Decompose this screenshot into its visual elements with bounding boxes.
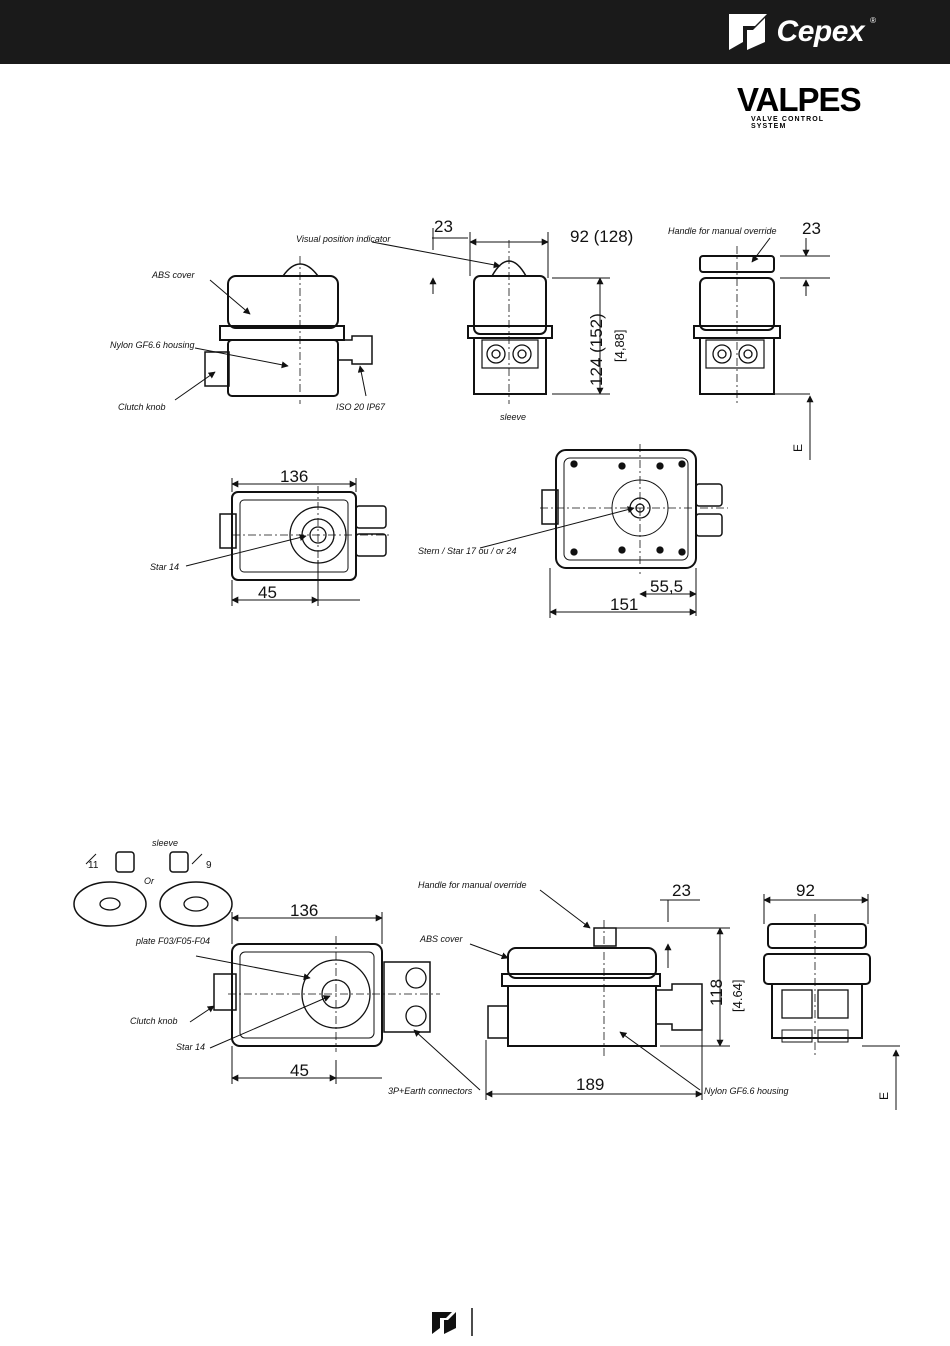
footer-logo [430,1306,480,1341]
dim-136: 136 [280,467,308,486]
drawing-2 [73,851,900,1110]
label-visual-indicator: Visual position indicator [296,234,391,244]
header-bar: Cepex ® [0,0,950,64]
actuator2-front-view [763,914,871,1056]
valpes-tagline: VALVE CONTROL SYSTEM [751,116,825,130]
dim2-45: 45 [290,1061,309,1080]
drawing-1 [174,228,830,618]
label-size-11: 11 [88,860,99,871]
sleeve-and-plates [73,851,233,927]
drawing-1-text: Visual position indicator ABS cover Nylo… [110,217,821,614]
dim2-189: 189 [576,1075,604,1094]
actuator-base-view [540,444,728,574]
registered-mark: ® [870,15,876,25]
dim2-92: 92 [796,881,815,900]
label-connectors: 3P+Earth connectors [388,1086,473,1096]
leaders-2 [189,889,900,1110]
actuator2-side-view [487,920,703,1056]
actuator-bottom-view [219,486,392,586]
label-handle-override-2: Handle for manual override [418,880,527,890]
actuator2-bottom-view [213,936,440,1052]
cepex-logo-mark-icon [728,14,767,50]
dim2-23: 23 [672,881,691,900]
dimensions-2 [231,894,900,1100]
valpes-logo: VALPES VALVE CONTROL SYSTEM [737,81,862,130]
label-abs-cover-2: ABS cover [419,934,464,944]
label-earth-2: E [877,1092,891,1100]
drawing-2-text: sleeve 11 9 Or plate F03/F05-F04 Clutch … [88,838,891,1100]
dim-23-right: 23 [802,219,821,238]
cepex-logo: Cepex ® [725,10,876,54]
dim2-height-inch: [4.64] [730,979,745,1012]
cepex-logo-mark-icon [432,1308,473,1336]
actuator-side-view [204,256,373,404]
label-iso: ISO 20 IP67 [336,402,386,412]
label-or: Or [144,876,155,886]
dim-45: 45 [258,583,277,602]
label-clutch-knob: Clutch knob [118,402,166,412]
brand-name: Cepex [776,15,865,48]
dim-23-left: 23 [434,217,453,236]
dim-92-128: 92 (128) [570,227,633,246]
label-handle-override: Handle for manual override [668,226,777,236]
dim2-118: 118 [707,979,726,1006]
dim-151: 151 [610,595,638,614]
label-size-9: 9 [206,860,212,871]
label-nylon-housing-2: Nylon GF6.6 housing [704,1086,789,1096]
dim-height-inch: [4,88] [612,329,627,362]
dim2-136: 136 [290,901,318,920]
label-sleeve: sleeve [500,412,526,422]
dim-124-152: 124 (152) [587,313,606,386]
label-earth: E [791,444,805,452]
actuator-front-view [467,240,553,404]
dimensions-1 [231,228,830,618]
label-plate: plate F03/F05-F04 [135,936,210,946]
label-star14: Star 14 [150,562,179,572]
label-stern-star: Stern / Star 17 ou / or 24 [418,546,517,556]
label-clutch-knob-2: Clutch knob [130,1016,178,1026]
leaders-1 [174,237,814,567]
label-sleeve-2: sleeve [152,838,178,848]
dim-55-5: 55,5 [650,577,683,596]
label-star14-2: Star 14 [176,1042,205,1052]
label-nylon-housing: Nylon GF6.6 housing [110,340,195,350]
valpes-wordmark: VALPES [737,81,862,118]
actuator-third-view [693,246,781,404]
label-abs-cover: ABS cover [151,270,196,280]
